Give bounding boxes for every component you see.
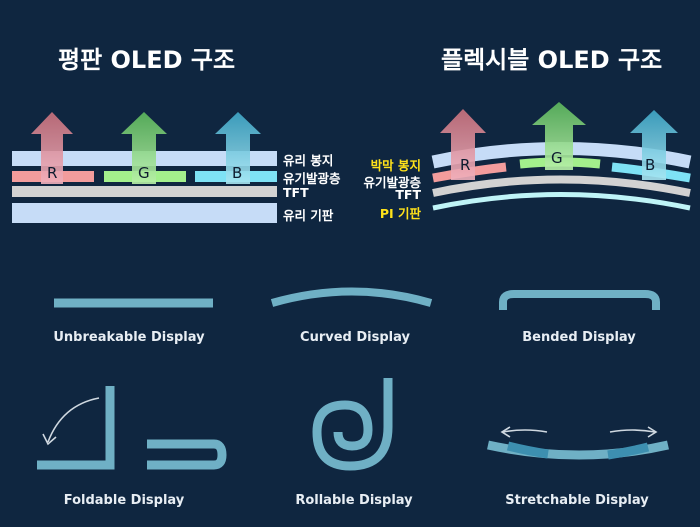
flat-blue-arrow bbox=[215, 112, 261, 184]
flat-glass-substrate bbox=[12, 203, 277, 223]
foldable-display-icon-part-left bbox=[37, 386, 115, 470]
bended-display-icon bbox=[499, 290, 660, 310]
flexible-tft-layer bbox=[432, 175, 691, 197]
flat-oled-diagram: R G B bbox=[12, 112, 277, 223]
stretchable-display-highlight-left bbox=[506, 441, 549, 459]
curved-display-icon bbox=[270, 287, 433, 307]
foldable-display-icon-part-right bbox=[147, 439, 227, 470]
flexible-oled-diagram: R G B bbox=[431, 102, 692, 211]
flexible-green-arrow bbox=[532, 102, 586, 170]
flexible-blue-arrow bbox=[630, 110, 678, 180]
flat-layer-label-tft: TFT bbox=[283, 185, 309, 200]
flexible-layer-label-organic: 유기발광층 bbox=[363, 175, 421, 190]
caption-bended-display: Bended Display bbox=[522, 330, 636, 345]
stretchable-left-arrow-icon bbox=[500, 426, 548, 438]
flat-layer-label-glass-substrate: 유리 기판 bbox=[283, 208, 334, 223]
flexible-oled-title: 플렉시블 OLED 구조 bbox=[441, 46, 663, 74]
stretchable-right-arrow-icon bbox=[609, 426, 658, 438]
flexible-pi-substrate bbox=[432, 192, 691, 211]
foldable-motion-arrow-icon bbox=[42, 397, 100, 446]
flat-r-label: R bbox=[47, 164, 57, 182]
rollable-display-icon bbox=[312, 378, 393, 471]
caption-curved-display: Curved Display bbox=[300, 330, 410, 345]
flat-oled-title: 평판 OLED 구조 bbox=[58, 46, 236, 74]
caption-foldable-display: Foldable Display bbox=[63, 493, 185, 508]
caption-unbreakable-display: Unbreakable Display bbox=[53, 330, 205, 345]
flexible-layer-label-tft: TFT bbox=[395, 187, 421, 202]
flat-layer-label-glass-encap: 유리 봉지 bbox=[283, 153, 334, 168]
caption-stretchable-display: Stretchable Display bbox=[505, 493, 649, 508]
flat-b-label: B bbox=[232, 164, 242, 182]
flat-g-label: G bbox=[138, 164, 150, 182]
caption-rollable-display: Rollable Display bbox=[295, 493, 413, 508]
flexible-b-label: B bbox=[645, 156, 655, 174]
flexible-g-label: G bbox=[551, 149, 563, 167]
flexible-r-label: R bbox=[460, 156, 470, 174]
stretchable-display-highlight-right bbox=[607, 442, 650, 460]
flat-tft-layer bbox=[12, 186, 277, 197]
flat-layer-label-organic: 유기발광층 bbox=[283, 171, 341, 186]
flexible-layer-label-thin-film: 박막 봉지 bbox=[370, 158, 421, 173]
flat-red-arrow bbox=[31, 112, 73, 184]
flexible-layer-label-pi-substrate: PI 기판 bbox=[379, 206, 421, 221]
flat-green-arrow bbox=[121, 112, 167, 184]
flexible-red-arrow bbox=[440, 109, 486, 180]
